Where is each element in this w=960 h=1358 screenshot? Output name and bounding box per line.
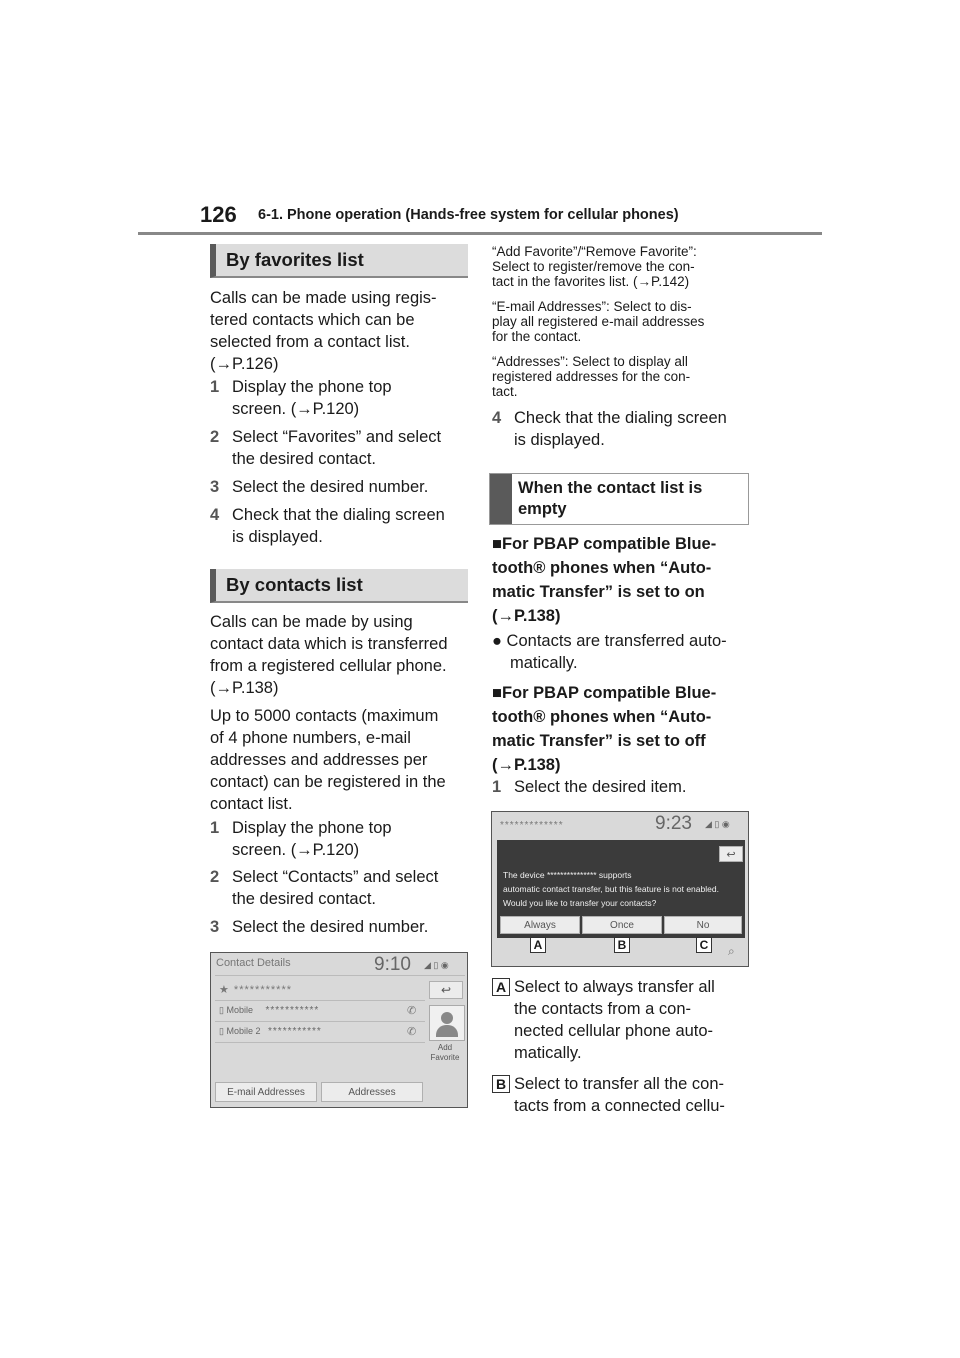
- transfer-prompt-screenshot: ************* 9:23 ◢ ▯ ◉ ↩ The device **…: [491, 811, 749, 967]
- email-addresses-button[interactable]: E-mail Addresses: [215, 1082, 317, 1102]
- phone-row-1[interactable]: ▯ Mobile ***********: [219, 1005, 320, 1016]
- callout-a: A: [530, 937, 546, 953]
- addresses-button[interactable]: Addresses: [321, 1082, 423, 1102]
- note-email-addresses: “E-mail Addresses”: Select to dis-play a…: [492, 299, 705, 344]
- callout-c: C: [696, 937, 712, 953]
- auto-transfer-bullet: ● Contacts are transferred auto- matical…: [492, 632, 727, 672]
- pbap-on-heading: ■For PBAP compatible Blue-tooth® phones …: [492, 535, 717, 625]
- favorites-intro: Calls can be made using regis-tered cont…: [210, 289, 437, 373]
- search-icon: ⌕: [728, 944, 735, 958]
- contact-details-screenshot: Contact Details 9:10 ◢ ▯ ◉ ★ ***********…: [210, 952, 468, 1108]
- status-icons: ◢ ▯ ◉: [424, 960, 449, 970]
- avatar: [429, 1005, 465, 1041]
- back-icon: ↩: [440, 983, 452, 997]
- section-title: 6-1. Phone operation (Hands-free system …: [258, 207, 679, 223]
- call-icon: ✆: [407, 1026, 417, 1038]
- label-b: B: [492, 1075, 510, 1093]
- back-icon: ↩: [726, 848, 736, 861]
- contacts-heading: By contacts list: [210, 569, 468, 603]
- phone-row-2[interactable]: ▯ Mobile 2 ***********: [219, 1026, 322, 1037]
- callout-b: B: [614, 937, 630, 953]
- screen-title: Contact Details: [216, 957, 291, 969]
- label-a: A: [492, 978, 510, 996]
- clock: 9:10: [374, 954, 411, 975]
- item-b-description: Select to transfer all the con-tacts fro…: [514, 1075, 725, 1115]
- note-add-favorite: “Add Favorite”/“Remove Favorite”:Select …: [492, 244, 697, 289]
- device-name: *************: [500, 820, 564, 831]
- no-button[interactable]: No: [664, 916, 742, 934]
- status-icons: ◢ ▯ ◉: [705, 819, 730, 829]
- back-button[interactable]: ↩: [429, 981, 463, 999]
- back-button[interactable]: ↩: [719, 846, 743, 862]
- mobile-icon: ▯: [219, 1005, 224, 1015]
- mobile-icon: ▯: [219, 1026, 224, 1036]
- once-button[interactable]: Once: [582, 916, 662, 934]
- pbap-off-heading: ■For PBAP compatible Blue-tooth® phones …: [492, 684, 717, 774]
- contact-name: ★ ***********: [219, 984, 293, 996]
- call-icon: ✆: [407, 1005, 417, 1017]
- header-rule: [138, 232, 822, 235]
- dialog-message: The device *************** supports auto…: [503, 870, 719, 908]
- favorites-heading: By favorites list: [210, 244, 468, 278]
- page-number: 126: [200, 202, 237, 227]
- transfer-dialog: ↩ The device *************** supports au…: [497, 840, 745, 938]
- clock: 9:23: [655, 813, 692, 834]
- always-button[interactable]: Always: [500, 916, 580, 934]
